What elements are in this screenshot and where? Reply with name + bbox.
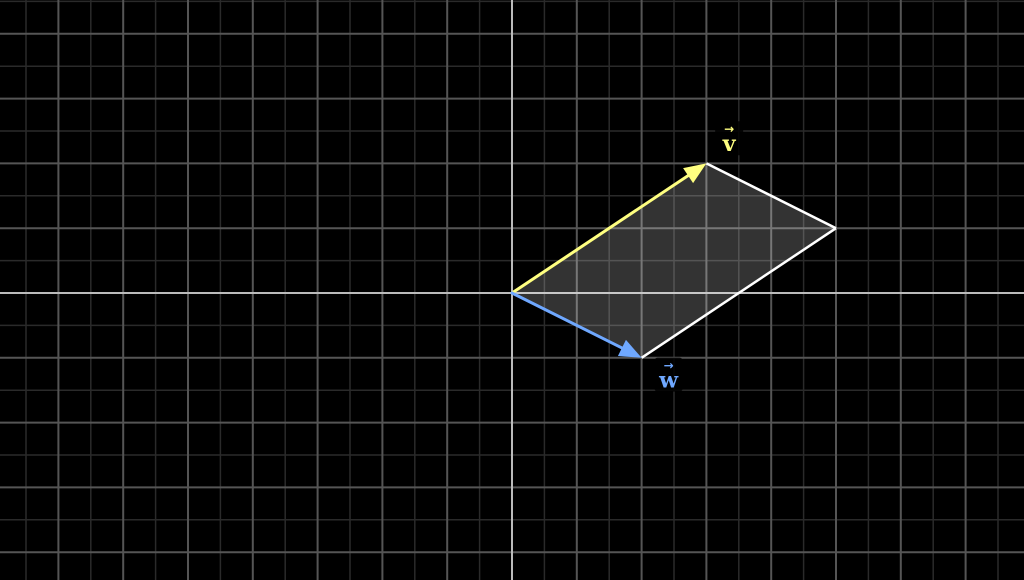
vector-v-arrowhead: [683, 163, 707, 184]
vector-w-label-text: w: [658, 368, 679, 394]
vector-w-overarrow: →: [664, 359, 674, 373]
vector-v-label-text: v: [722, 131, 737, 157]
vector-label-backdrop: [654, 357, 683, 392]
parallelogram-edges: [640, 162, 837, 359]
vector-w-arrowhead: [617, 339, 642, 358]
vector-label-backdrop: [715, 121, 744, 156]
vector-w-label: →w: [654, 357, 683, 394]
parallelogram-edge-top: [705, 162, 837, 230]
vector-w-shaft: [510, 291, 624, 350]
parallelogram-edge-right: [640, 227, 837, 359]
vector-v-label: →v: [715, 121, 744, 157]
vectors: [510, 163, 707, 358]
vector-v-shaft: [510, 174, 690, 295]
parallelogram-fill: [512, 163, 836, 358]
vector-labels: →v→w: [654, 121, 744, 394]
vector-v-overarrow: →: [724, 122, 734, 136]
